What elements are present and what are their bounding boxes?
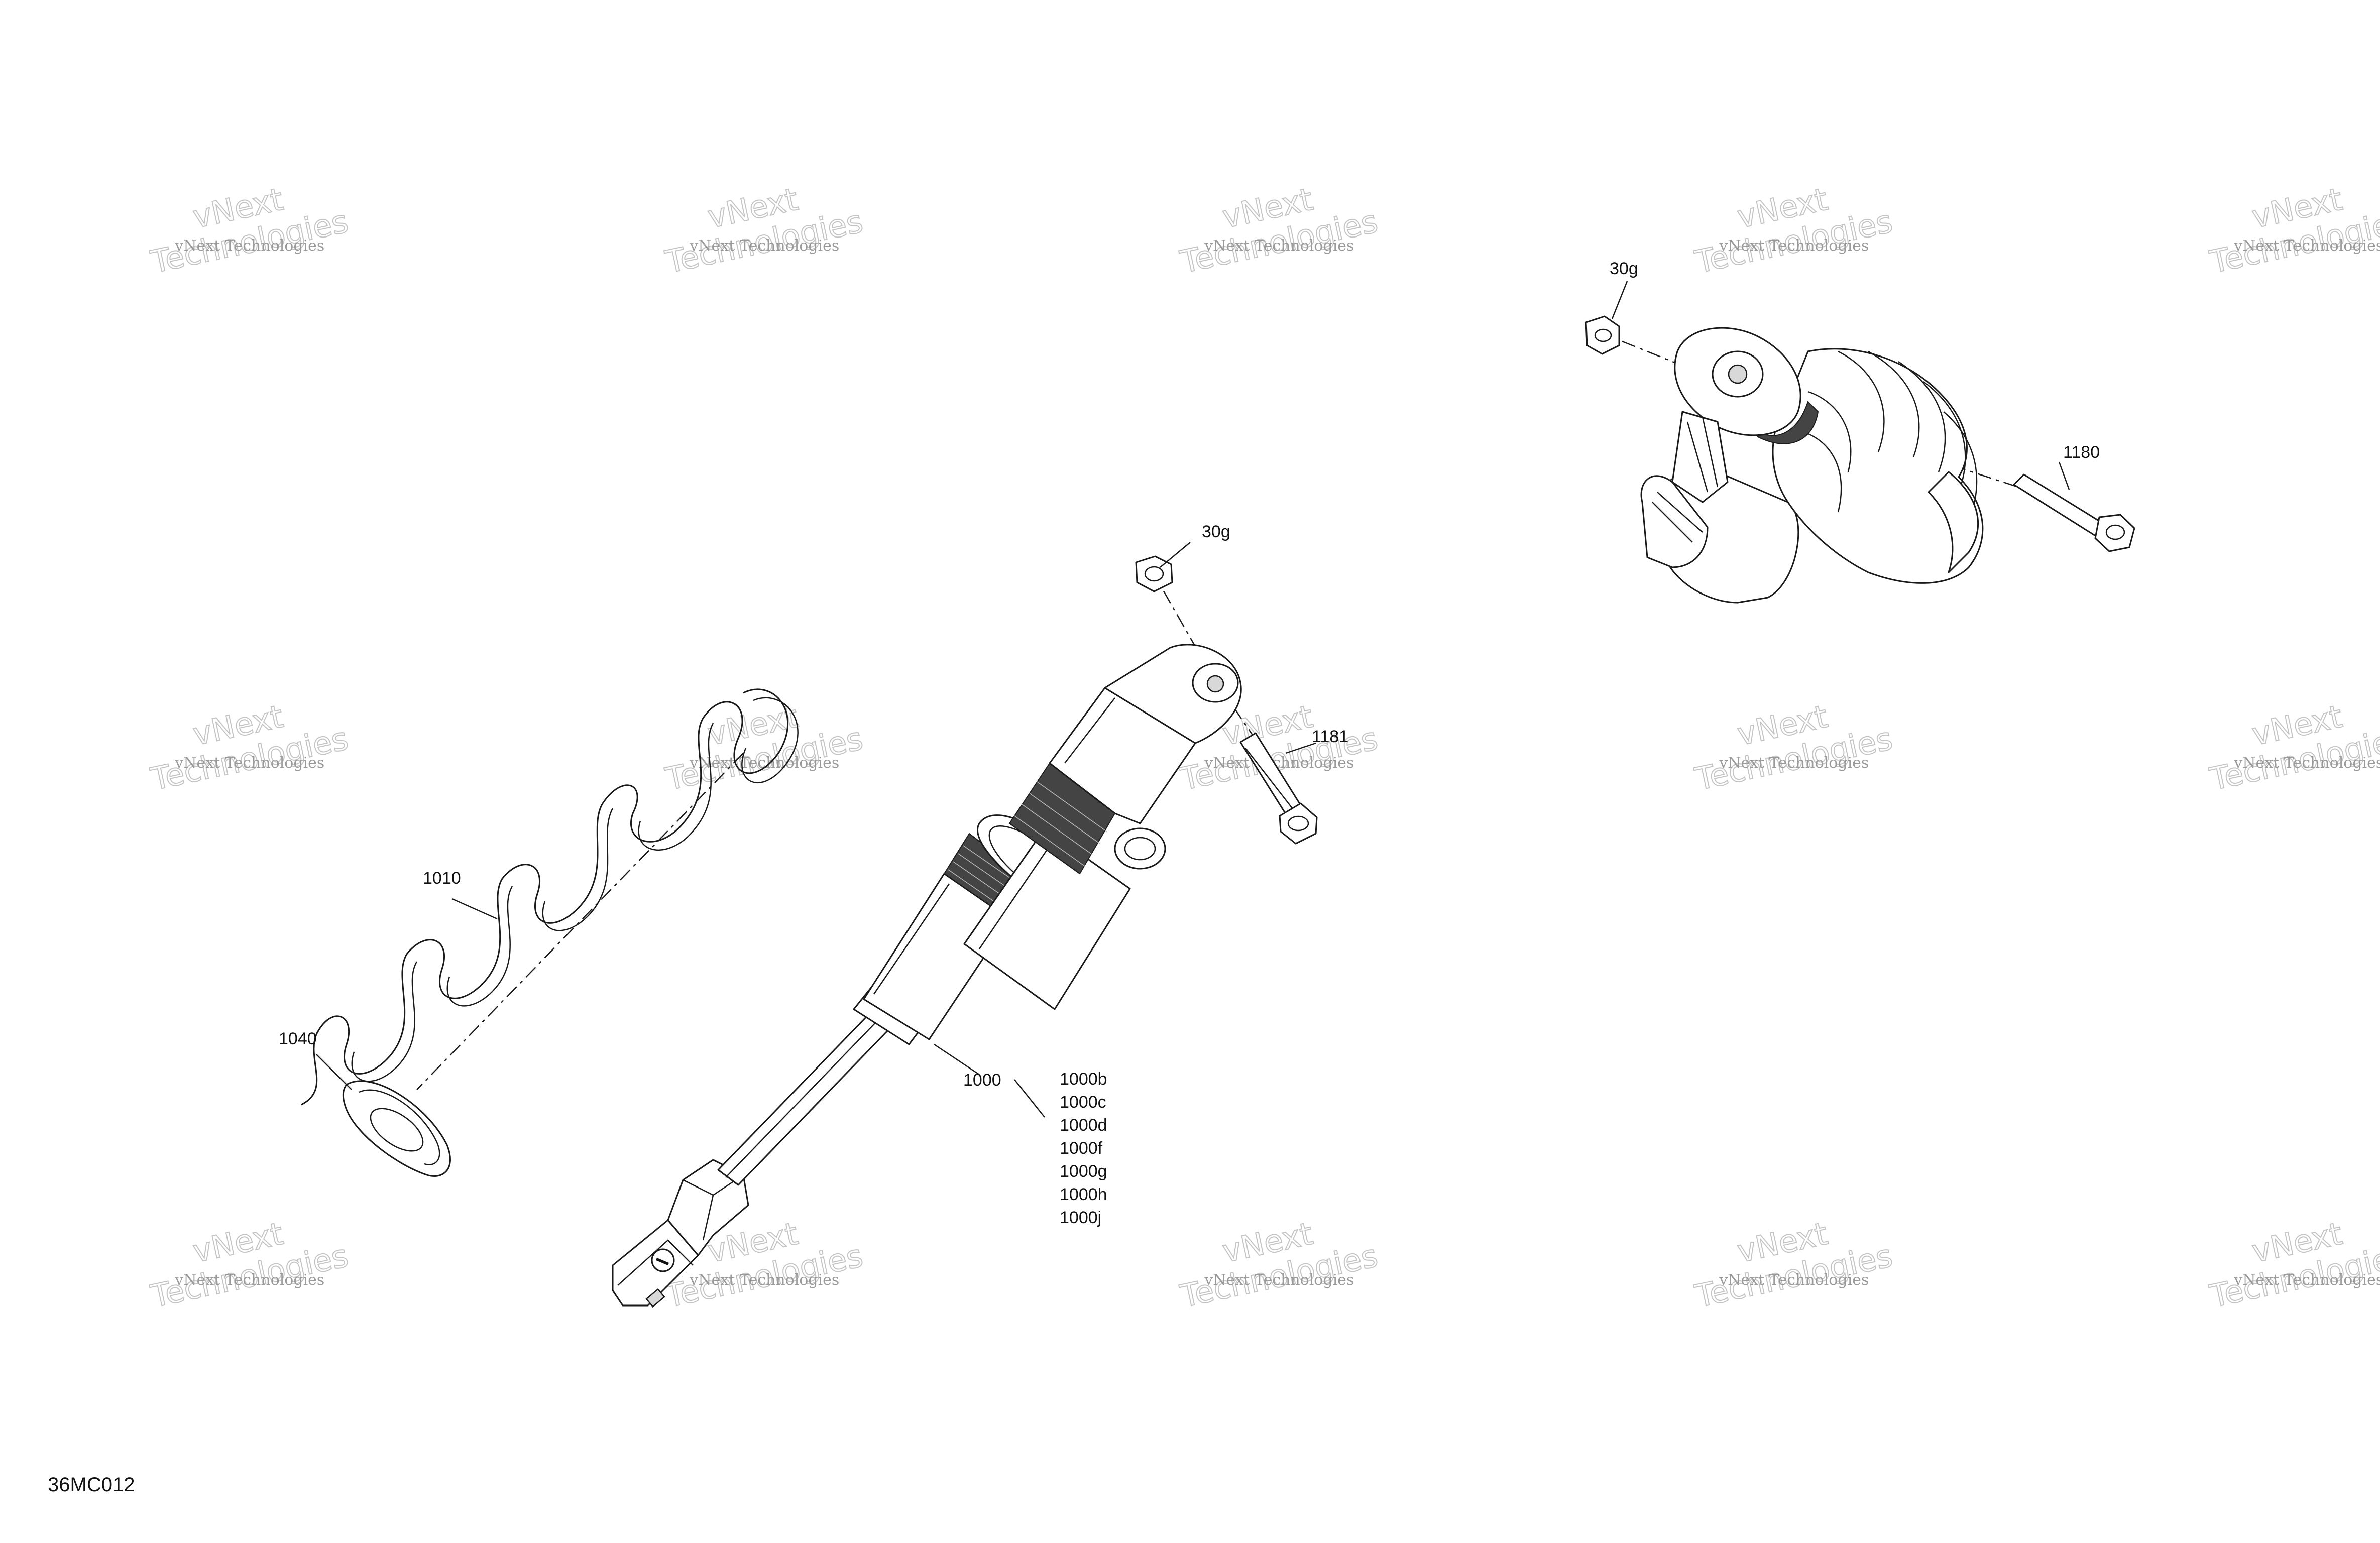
callout-1000b: 1000b xyxy=(1060,1070,1107,1089)
nut-30g-right[interactable] xyxy=(1585,315,1620,355)
callout-1000: 1000 xyxy=(963,1071,1001,1090)
callout-1000d: 1000d xyxy=(1060,1116,1107,1135)
watermark: vNext Technologies vNext Technologies xyxy=(147,1215,352,1316)
callout-1010: 1010 xyxy=(423,869,461,888)
spring-1010[interactable] xyxy=(301,688,799,1106)
svg-text:vNext Technologies: vNext Technologies xyxy=(174,754,324,772)
leader-lines xyxy=(316,281,2070,1118)
callout-1000g: 1000g xyxy=(1060,1162,1107,1181)
callout-1180: 1180 xyxy=(2063,443,2100,462)
retainer-1040[interactable] xyxy=(342,1080,451,1177)
svg-text:vNext Technologies: vNext Technologies xyxy=(689,754,839,772)
watermark: vNext Technologies vNext Technologies xyxy=(662,180,867,281)
watermark: vNext Technologies vNext Technologies xyxy=(2206,697,2380,798)
watermark: vNext Technologies vNext Technologies xyxy=(147,697,352,798)
svg-text:vNext Technologies: vNext Technologies xyxy=(1204,754,1354,772)
svg-text:vNext Technologies: vNext Technologies xyxy=(174,237,324,255)
callout-1000j: 1000j xyxy=(1060,1208,1101,1227)
svg-text:vNext Technologies: vNext Technologies xyxy=(1719,1271,1869,1289)
assembly-axis xyxy=(416,753,744,1090)
svg-text:vNext Technologies: vNext Technologies xyxy=(174,1271,324,1289)
svg-text:vNext Technologies: vNext Technologies xyxy=(2233,237,2380,255)
assembly-axis xyxy=(1622,340,2034,493)
svg-text:vNext Technologies: vNext Technologies xyxy=(1719,754,1869,772)
callout-1181: 1181 xyxy=(1312,727,1348,746)
svg-text:vNext Technologies: vNext Technologies xyxy=(2233,754,2380,772)
watermark: vNext Technologies vNext Technologies xyxy=(1691,697,1896,798)
svg-text:vNext Technologies: vNext Technologies xyxy=(1719,237,1869,255)
callout-30g-left: 30g xyxy=(1202,522,1230,541)
watermark: vNext Technologies vNext Technologies xyxy=(1691,1215,1896,1316)
callout-30g-right: 30g xyxy=(1610,259,1638,278)
svg-text:vNext Technologies: vNext Technologies xyxy=(1204,237,1354,255)
watermark: vNext Technologies vNext Technologies xyxy=(147,180,352,281)
svg-text:vNext Technologies: vNext Technologies xyxy=(2233,1271,2380,1289)
svg-text:vNext Technologies: vNext Technologies xyxy=(689,1271,839,1289)
watermark: vNext Technologies vNext Technologies xyxy=(662,697,867,798)
watermark: vNext Technologies vNext Technologies xyxy=(2206,1215,2380,1316)
drawing-reference-code: 36MC012 xyxy=(48,1474,135,1496)
bolt-1181[interactable] xyxy=(1239,732,1318,845)
svg-text:vNext Technologies: vNext Technologies xyxy=(1204,1271,1354,1289)
callout-1040: 1040 xyxy=(279,1029,317,1048)
watermark: vNext Technologies vNext Technologies xyxy=(2206,180,2380,281)
watermark: vNext Technologies vNext Technologies xyxy=(1177,1215,1382,1316)
bolt-1180[interactable] xyxy=(2013,473,2135,552)
callout-1000f: 1000f xyxy=(1060,1139,1103,1158)
callout-1000h: 1000h xyxy=(1060,1185,1107,1204)
watermark: vNext Technologies vNext Technologies xyxy=(1177,180,1382,281)
shock-absorber-1000[interactable] xyxy=(612,644,1242,1308)
callout-1000c: 1000c xyxy=(1060,1093,1106,1112)
watermark: vNext Technologies vNext Technologies xyxy=(1691,180,1896,281)
svg-text:vNext Technologies: vNext Technologies xyxy=(689,237,839,255)
shock-absorber-installed[interactable] xyxy=(1640,327,1984,604)
